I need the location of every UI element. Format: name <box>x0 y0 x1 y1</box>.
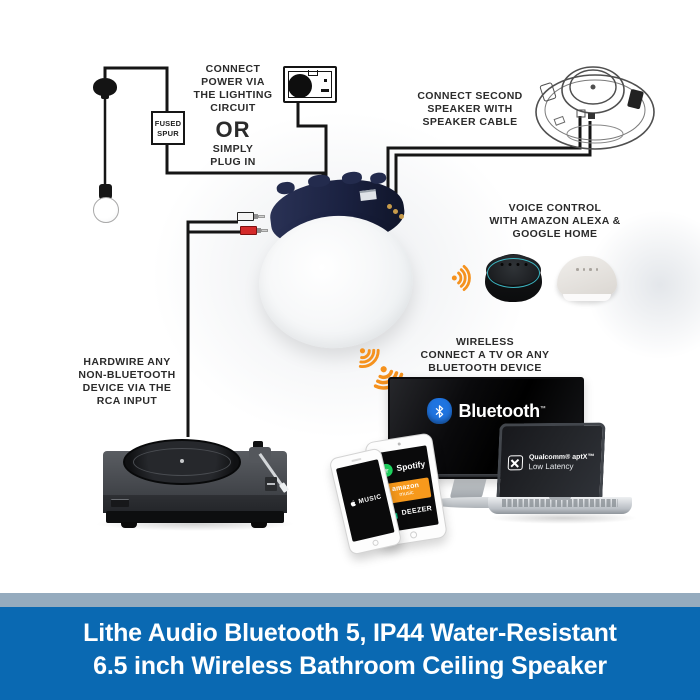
callout-wireless: WIRELESS CONNECT A TV OR ANY BLUETOOTH D… <box>395 336 575 375</box>
fused-spur-box: FUSED SPUR <box>151 111 185 145</box>
deezer-label: DEEZER <box>401 505 433 517</box>
laptop-keyboard-base <box>488 497 632 514</box>
google-home-mini <box>557 256 617 301</box>
socket-earth-pin <box>308 70 318 76</box>
turntable-foot <box>121 522 137 528</box>
speaker-terminal <box>393 209 398 214</box>
lamp-holder <box>99 184 112 200</box>
light-bulb <box>93 197 119 223</box>
socket-detail <box>324 79 327 82</box>
callout-hardwire: HARDWIRE ANY NON-BLUETOOTH DEVICE VIA TH… <box>52 356 202 408</box>
qualcomm-logo-icon <box>507 455 524 471</box>
plug-socket-icon <box>283 66 337 103</box>
wifi-icon <box>358 348 380 368</box>
aptx-branding: Qualcomm® aptX™ Low Latency <box>528 453 594 473</box>
tv-stand-neck <box>449 479 487 499</box>
product-title-line2: 6.5 inch Wireless Bathroom Ceiling Speak… <box>93 652 607 680</box>
second-speaker-line: CONNECT SECOND <box>417 90 523 102</box>
wireless-line: BLUETOOTH DEVICE <box>428 362 542 374</box>
second-speaker-line: SPEAKER CABLE <box>422 116 518 128</box>
wireless-line: CONNECT A TV OR ANY <box>420 349 550 361</box>
speaker-terminal <box>399 214 404 219</box>
rca-body <box>237 212 254 221</box>
pitch-slider <box>265 477 277 491</box>
ceiling-rose <box>93 78 117 99</box>
phone: MUSIC <box>328 447 403 556</box>
callout-voice-control: VOICE CONTROL WITH AMAZON ALEXA & GOOGLE… <box>470 202 640 241</box>
bluetooth-logo-icon <box>426 398 452 424</box>
second-speaker-diagram <box>535 66 655 150</box>
fused-spur-label-line1: FUSED <box>154 119 182 128</box>
amazon-music-label: music <box>399 489 415 498</box>
tablet-camera <box>397 442 401 446</box>
voice-line: WITH AMAZON ALEXA & <box>489 215 621 227</box>
power-line: THE LIGHTING <box>193 89 273 101</box>
hardwire-line: RCA INPUT <box>96 395 158 407</box>
low-latency-label: Low Latency <box>528 461 574 472</box>
speaker-terminal <box>387 204 392 209</box>
phone-earpiece <box>350 457 362 463</box>
tonearm-counterweight <box>253 441 263 449</box>
callout-power: CONNECT POWER VIA THE LIGHTING CIRCUIT O… <box>163 63 303 169</box>
power-line: SIMPLY <box>212 143 254 155</box>
power-or: OR <box>215 117 251 142</box>
phone-home-button <box>371 539 379 547</box>
rca-plug-white <box>237 212 265 221</box>
voice-line: GOOGLE HOME <box>512 228 598 240</box>
socket-detail <box>321 89 329 92</box>
fused-spur-label-line2: SPUR <box>157 129 179 138</box>
wifi-icon <box>451 265 471 291</box>
hardwire-line: DEVICE VIA THE <box>82 382 172 394</box>
rca-collar <box>254 214 258 219</box>
spotify-label: Spotify <box>395 458 426 474</box>
can-rib <box>307 173 331 189</box>
bluetooth-wordmark: Bluetooth™ <box>458 400 546 421</box>
hardwire-line: NON-BLUETOOTH <box>78 369 176 381</box>
rca-plug-red <box>240 226 268 235</box>
product-title-banner: Lithe Audio Bluetooth 5, IP44 Water-Resi… <box>0 607 700 700</box>
can-rib <box>276 181 296 196</box>
rca-pin <box>258 215 265 218</box>
product-title-line1: Lithe Audio Bluetooth 5, IP44 Water-Resi… <box>83 619 617 647</box>
rca-collar <box>257 228 261 233</box>
turntable-spindle <box>180 459 184 463</box>
laptop-shadow <box>488 512 638 524</box>
speaker-sticker <box>359 189 377 202</box>
second-speaker-line: SPEAKER WITH <box>427 103 513 115</box>
qualcomm-aptx-label: Qualcomm® aptX™ <box>528 453 595 462</box>
power-line: CIRCUIT <box>210 102 256 114</box>
rca-body <box>240 226 257 235</box>
plug-icon <box>288 74 312 98</box>
tv-stand-base <box>425 497 537 508</box>
tv-bottom-bezel <box>390 474 582 477</box>
turntable-base <box>106 511 284 523</box>
laptop-screen: Qualcomm® aptX™ Low Latency <box>496 422 606 500</box>
start-stop-button <box>111 499 129 507</box>
phone-screen: MUSIC <box>335 459 395 542</box>
banner-divider-strip <box>0 593 700 607</box>
voice-line: VOICE CONTROL <box>508 202 602 214</box>
wireless-line: WIRELESS <box>455 336 515 348</box>
tv-bluetooth-branding: Bluetooth™ <box>390 398 582 424</box>
rca-pin <box>261 229 268 232</box>
power-line: CONNECT <box>205 63 261 75</box>
power-line: POWER VIA <box>201 76 265 88</box>
apple-music-label: MUSIC <box>357 493 383 506</box>
hardwire-line: HARDWIRE ANY <box>83 356 171 368</box>
turntable-foot <box>251 522 267 528</box>
amazon-echo-dot <box>485 254 542 302</box>
turntable <box>103 437 287 529</box>
echo-buttons <box>500 263 527 266</box>
turntable-front <box>103 495 287 513</box>
can-rib <box>341 170 363 186</box>
power-line: PLUG IN <box>210 156 256 168</box>
callout-second-speaker: CONNECT SECOND SPEAKER WITH SPEAKER CABL… <box>400 90 540 129</box>
apple-logo-icon <box>350 500 356 507</box>
mini-leds <box>576 268 598 271</box>
trademark-symbol: ™ <box>539 405 546 412</box>
tablet-home-button <box>409 530 418 539</box>
